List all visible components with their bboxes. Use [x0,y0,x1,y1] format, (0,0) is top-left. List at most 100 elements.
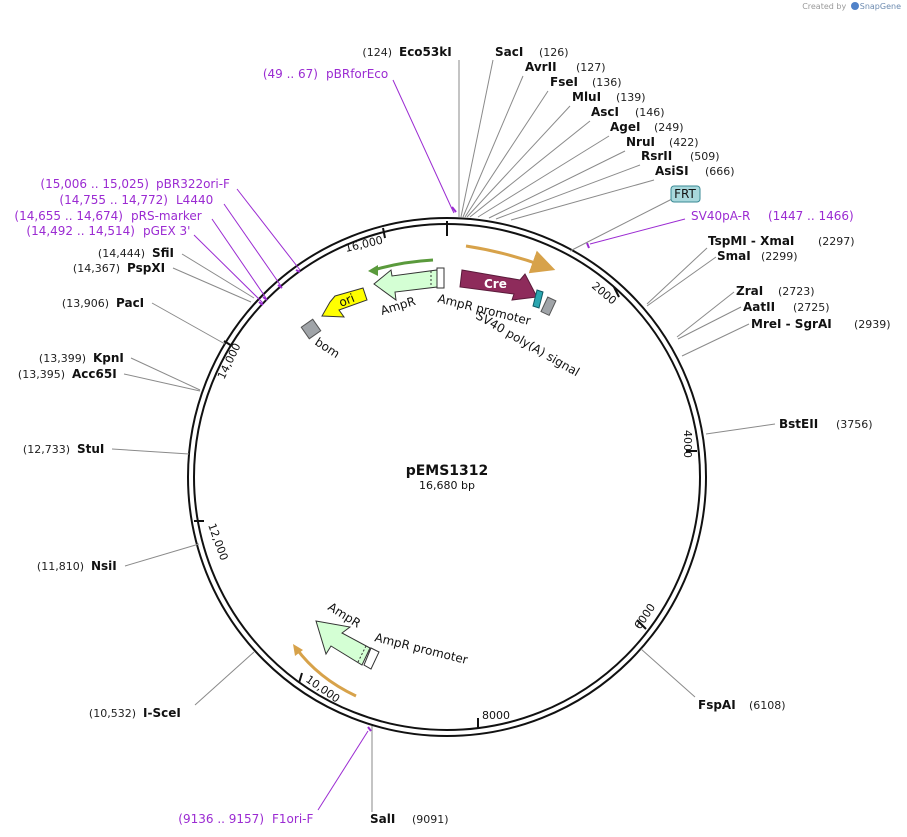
enzyme-name-label: I-SceI [143,706,181,720]
enzyme-site-label: (3756) [836,418,873,431]
sv40-feature-box [540,296,557,317]
enzyme-labels: (124) Eco53kI SacI (126) AvrII (127) Fse… [18,45,891,826]
enzyme-name-label: PspXI [127,261,165,275]
enzyme-site-label: (14,367) [73,262,120,275]
watermark: Created by SnapGene [802,2,901,11]
primer-name-label: L4440 [176,193,213,207]
enzyme-name-label: MreI - SgrAI [751,317,832,331]
enzyme-name-label: Eco53kI [399,45,452,59]
watermark-created-by: Created by [802,2,847,11]
primer-marks [258,206,590,732]
enzyme-site-label: (666) [705,165,735,178]
enzyme-name-label: BstEII [779,417,818,431]
enzyme-site-label: (10,532) [89,707,136,720]
enzyme-name-label: KpnI [93,351,124,365]
enzyme-name-label: Acc65I [72,367,117,381]
enzyme-site-label: (13,399) [39,352,86,365]
enzyme-site-label: (2939) [854,318,891,331]
tick-label: 8000 [482,709,510,722]
primer-labels: (49 .. 67) pBRforEco SV40pA-R (1447 .. 1… [14,67,853,826]
enzyme-name-label: NruI [626,135,655,149]
primer-range-label: (14,755 .. 14,772) [59,193,168,207]
primer-name-label: pBR322ori-F [156,177,230,191]
enzyme-site-label: (6108) [749,699,786,712]
enzyme-site-label: (9091) [412,813,449,826]
enzyme-name-label: TspMI - XmaI [708,234,794,248]
enzyme-site-label: (2297) [818,235,855,248]
enzyme-name-label: SacI [495,45,523,59]
enzyme-site-label: (13,906) [62,297,109,310]
orange-arrow-bottom [294,647,357,698]
enzyme-name-label: SalI [370,812,395,826]
tick-label: 4000 [681,430,694,458]
plasmid-name: pEMS1312 [406,463,489,479]
ori-arrow [321,287,368,318]
enzyme-site-label: (139) [616,91,646,104]
frt-label-box [670,185,701,203]
primer-range-label: (14,655 .. 14,674) [14,209,123,223]
frt-label: FRT [674,187,696,201]
backbone-outer-ring [187,217,707,737]
plasmid-length: 16,680 bp [419,479,475,492]
enzyme-name-label: NsiI [91,559,117,573]
tick-label: 14,000 [215,341,244,381]
enzyme-name-label: StuI [77,442,104,456]
ampr-promoter-top-box [436,267,445,289]
enzyme-site-label: (136) [592,76,622,89]
frt-leader-line [569,198,673,252]
watermark-brand: SnapGene [859,2,901,11]
primer-name-label: SV40pA-R [691,209,750,223]
ampr-top-label: AmpR [379,294,417,318]
primer-name-label: pRS-marker [131,209,202,223]
primer-range-label: (14,492 .. 14,514) [26,224,135,238]
enzyme-site-label: (126) [539,46,569,59]
ampr-top-arrow [373,269,438,302]
enzyme-name-label: AscI [591,105,619,119]
enzyme-name-label: SfiI [152,246,174,260]
tick-mark [223,340,233,347]
enzyme-name-label: RsrII [641,149,672,163]
ampr-bottom-arrow [315,620,371,666]
tick-label: 2000 [589,279,619,307]
primer-range-label: (49 .. 67) [263,67,318,81]
ampr-bottom-dash [357,645,367,663]
enzyme-name-label: FseI [550,75,578,89]
ampr-promoter-bottom-label: AmpR promoter [373,630,469,667]
enzyme-site-label: (124) [362,46,392,59]
enzyme-name-label: SmaI [717,249,751,263]
frt-marker [532,289,544,309]
enzyme-name-label: PacI [116,296,144,310]
enzyme-name-label: AatII [743,300,775,314]
tick-mark [636,619,647,630]
enzyme-site-label: (509) [690,150,720,163]
tick-mark [613,286,620,298]
enzyme-site-label: (11,810) [37,560,84,573]
bom-label: bom [312,335,342,361]
cre-arrow [459,269,538,301]
enzyme-site-label: (14,444) [98,247,145,260]
enzyme-site-label: (12,733) [23,443,70,456]
tick-label: 6000 [632,601,658,631]
enzyme-site-label: (127) [576,61,606,74]
enzyme-site-label: (2723) [778,285,815,298]
ampr-promoter-bottom-box [363,647,380,670]
snapgene-logo-icon [850,2,859,10]
tick-label: 12,000 [205,522,230,563]
primer-name-label: F1ori-F [272,812,313,826]
enzyme-name-label: ZraI [736,284,763,298]
enzyme-leader-lines [111,59,776,812]
enzyme-name-label: MluI [572,90,601,104]
enzyme-name-label: FspAI [698,698,736,712]
tick-mark [298,672,303,684]
primer-range-label: (9136 .. 9157) [178,812,264,826]
cre-label: Cre [484,277,507,291]
enzyme-site-label: (146) [635,106,665,119]
ori-label: ori [337,291,357,310]
enzyme-name-label: AsiSI [655,164,689,178]
enzyme-name-label: AgeI [610,120,640,134]
primer-name-label: pGEX 3' [143,224,190,238]
enzyme-site-label: (249) [654,121,684,134]
primer-leader-lines [193,79,686,811]
enzyme-site-label: (13,395) [18,368,65,381]
